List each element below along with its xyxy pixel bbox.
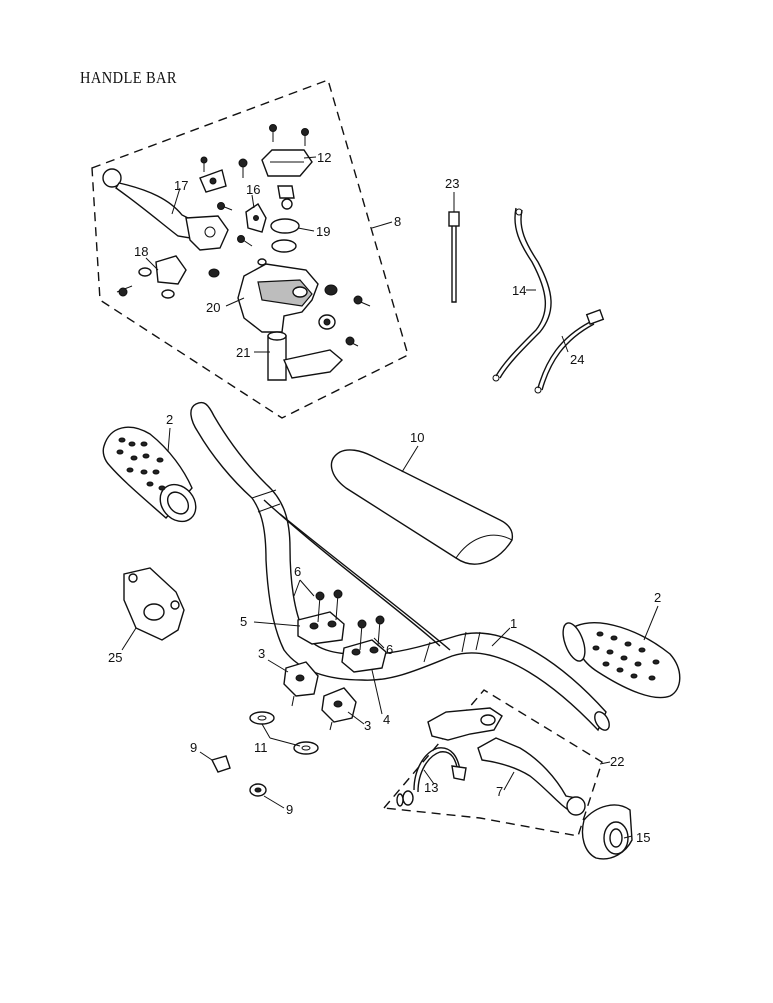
brake-lever-17: [102, 168, 229, 251]
callout-9-left: 9: [190, 740, 197, 755]
callout-21: 21: [236, 345, 250, 360]
holder-lower-3b: [321, 687, 357, 731]
callout-17: 17: [174, 178, 188, 193]
diagram-title: HANDLE BAR: [80, 68, 177, 87]
plate-25: [123, 567, 185, 641]
callout-8: 8: [394, 214, 401, 229]
callout-7: 7: [496, 784, 503, 799]
callout-19: 19: [316, 224, 330, 239]
callout-25: 25: [108, 650, 122, 665]
handlebar-1: [190, 401, 610, 732]
washers-11: [249, 711, 319, 755]
washer-small: [257, 258, 267, 266]
nut-small: [208, 268, 220, 278]
callout-13: 13: [424, 780, 438, 795]
bar-pad-10: [330, 449, 514, 565]
holder-upper-5: [297, 611, 345, 645]
bolts-6-right: [357, 615, 385, 651]
callout-12: 12: [317, 150, 331, 165]
group-8-boundary: [91, 79, 409, 419]
wire-24: [534, 309, 605, 394]
screws-top: [116, 124, 371, 347]
lever-bracket: [427, 707, 503, 741]
nuts-9: [210, 755, 267, 797]
master-cylinder-20: [237, 263, 338, 333]
bolts-6-left: [315, 589, 343, 623]
callout-20: 20: [206, 300, 220, 315]
holder-upper-6: [341, 639, 387, 673]
holder-lower-3a: [283, 661, 319, 707]
callout-4: 4: [383, 712, 390, 727]
callout-10: 10: [410, 430, 424, 445]
callout-11: 11: [254, 740, 268, 755]
throttle-housing-15: [581, 804, 633, 860]
callout-2-left: 2: [166, 412, 173, 427]
cable-14: [492, 207, 552, 382]
grip-right-2: [562, 622, 681, 699]
callout-9-bottom: 9: [286, 802, 293, 817]
switch-18: [138, 255, 187, 299]
clutch-lever-7: [477, 737, 586, 816]
leader-lines: [121, 156, 659, 839]
callout-5: 5: [240, 614, 247, 629]
clamp-19: [270, 218, 300, 253]
pin-23: [448, 192, 460, 303]
bracket-21: [267, 331, 344, 381]
fitting-part: [277, 185, 295, 210]
callout-18: 18: [134, 244, 148, 259]
callout-labels: 12 17 16 19 8 18 20 21 23 14 24 2 10 2 1…: [108, 150, 661, 845]
bracket-16: [245, 203, 267, 233]
callout-3-left: 3: [258, 646, 265, 661]
callout-23: 23: [445, 176, 459, 191]
callout-14: 14: [512, 283, 526, 298]
callout-6-left: 6: [294, 564, 301, 579]
bracket-part: [199, 156, 227, 193]
callout-3-right: 3: [364, 718, 371, 733]
callout-6-right: 6: [386, 642, 393, 657]
callout-15: 15: [636, 830, 650, 845]
callout-1: 1: [510, 616, 517, 631]
reservoir-cap-12: [261, 149, 313, 177]
callout-22: 22: [610, 754, 624, 769]
grip-left-2: [102, 426, 197, 523]
callout-16: 16: [246, 182, 260, 197]
callout-2-right: 2: [654, 590, 661, 605]
switch-wire-13: [396, 747, 467, 807]
callout-24: 24: [570, 352, 584, 367]
